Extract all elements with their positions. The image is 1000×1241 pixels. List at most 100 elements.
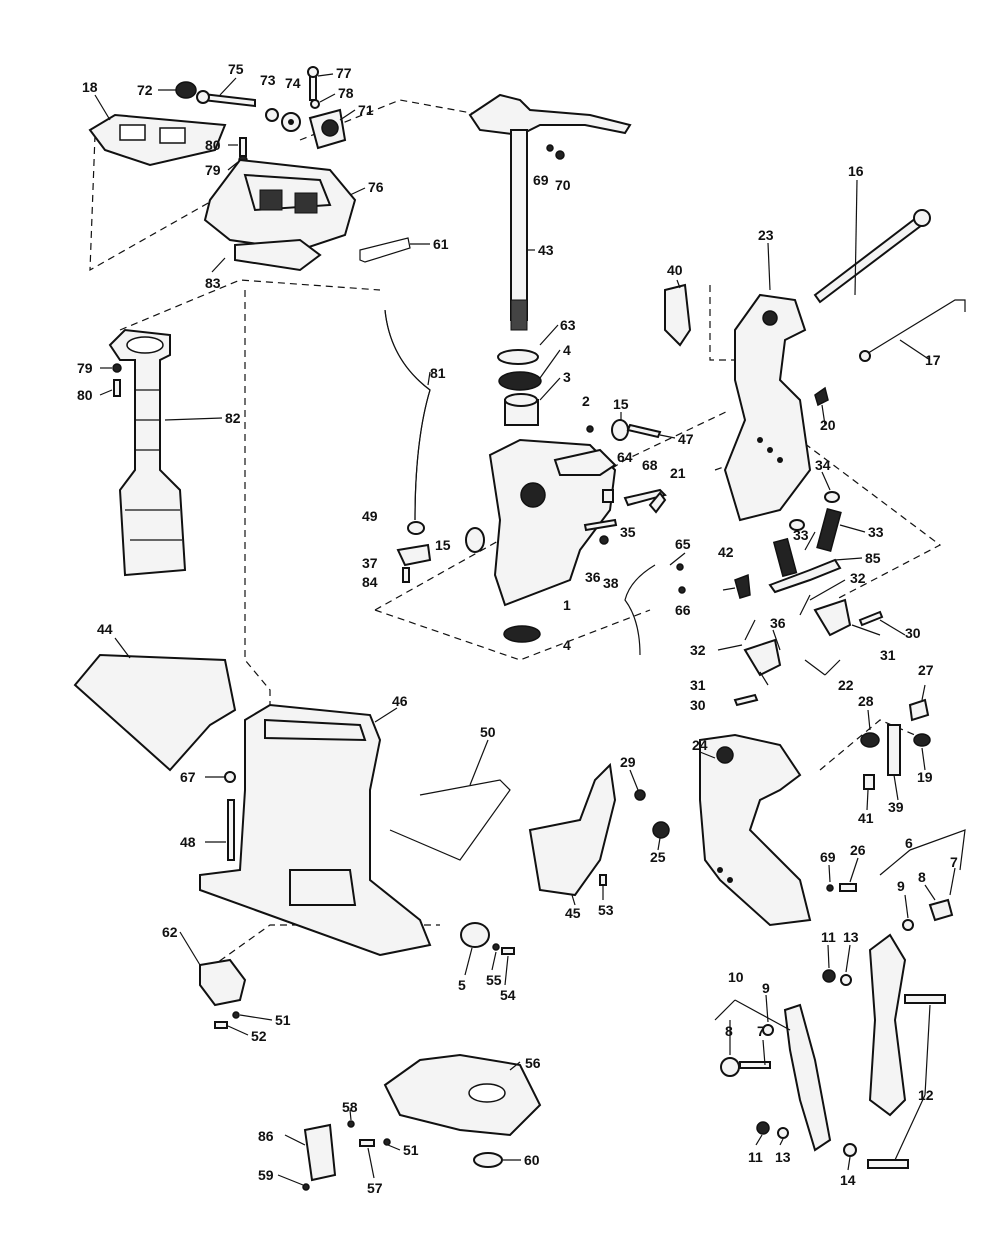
housing-76 — [203, 158, 357, 252]
callout-77: 77 — [336, 65, 352, 81]
callout-25: 25 — [650, 849, 666, 865]
pin-32-left — [744, 619, 756, 641]
washer-69-lower — [826, 884, 834, 892]
callout-86: 86 — [258, 1128, 274, 1144]
housing-56 — [383, 1053, 542, 1137]
lever-21 — [648, 491, 667, 514]
pin-32-right — [799, 594, 811, 616]
callout-56: 56 — [525, 1055, 541, 1071]
screw-52 — [214, 1021, 228, 1029]
callout-13-top: 13 — [843, 929, 859, 945]
callout-81: 81 — [430, 365, 446, 381]
washer-15-right — [611, 419, 629, 441]
leader-lines — [94, 73, 966, 1186]
callout-36-right: 36 — [770, 615, 786, 631]
callout-53: 53 — [598, 902, 614, 918]
callout-76: 76 — [368, 179, 384, 195]
bracket-37 — [396, 543, 432, 567]
washer-28 — [860, 732, 880, 748]
callout-31-left: 31 — [690, 677, 706, 693]
callout-70: 70 — [555, 177, 571, 193]
callout-14: 14 — [840, 1172, 856, 1188]
callout-13-bottom: 13 — [775, 1149, 791, 1165]
screw-48 — [227, 799, 235, 861]
rod-17 — [864, 299, 966, 356]
callout-28: 28 — [858, 693, 874, 709]
seal-60 — [473, 1152, 503, 1168]
screw-79 — [112, 363, 122, 373]
callout-labels: 18 72 75 73 74 77 78 71 80 79 76 61 83 7… — [77, 61, 958, 1196]
steering-shaft-43 — [468, 93, 632, 331]
seal-4-lower — [503, 625, 541, 643]
plate-86 — [303, 1123, 337, 1182]
lever-42 — [734, 573, 751, 599]
screw-66 — [678, 586, 686, 594]
callout-16: 16 — [848, 163, 864, 179]
callout-33-left: 33 — [793, 527, 809, 543]
callout-75: 75 — [228, 61, 244, 77]
spring-33-right — [816, 507, 842, 553]
exhaust-tube-82 — [108, 328, 187, 577]
callout-84: 84 — [362, 574, 378, 590]
clamp-bracket-24 — [699, 733, 812, 927]
callout-52: 52 — [251, 1028, 267, 1044]
callout-69-top: 69 — [533, 172, 549, 188]
knob-8-lower — [720, 1057, 740, 1077]
callout-80-left: 80 — [77, 387, 93, 403]
callout-59: 59 — [258, 1167, 274, 1183]
plate-40 — [664, 283, 692, 347]
callout-80-top: 80 — [205, 137, 221, 153]
callout-58: 58 — [342, 1099, 358, 1115]
screw-84 — [402, 567, 410, 583]
callout-72: 72 — [137, 82, 153, 98]
callout-85: 85 — [865, 550, 881, 566]
callout-5: 5 — [458, 977, 466, 993]
screw-80 — [113, 379, 121, 397]
lock-31-left — [743, 638, 782, 677]
mount-62 — [199, 958, 247, 1007]
callout-9-top: 9 — [897, 878, 905, 894]
callout-60: 60 — [524, 1152, 540, 1168]
callout-32-left: 32 — [690, 642, 706, 658]
callout-66: 66 — [675, 602, 691, 618]
callout-55: 55 — [486, 972, 502, 988]
washer-67 — [224, 771, 236, 783]
link-85 — [768, 558, 842, 594]
screw-54 — [501, 947, 515, 955]
callout-50: 50 — [480, 724, 496, 740]
cover-45 — [528, 762, 617, 897]
nut-29 — [634, 789, 646, 801]
rod-16 — [813, 213, 928, 304]
washer-55 — [492, 943, 500, 951]
callout-39: 39 — [888, 799, 904, 815]
washer-51 — [232, 1011, 240, 1019]
screw-57 — [359, 1139, 375, 1147]
knob-8-upper — [928, 898, 954, 922]
callout-51-bottom: 51 — [403, 1142, 419, 1158]
callout-36-center: 36 — [585, 569, 601, 585]
callout-4-bottom: 4 — [563, 637, 571, 653]
clamp-bracket-23 — [723, 293, 812, 522]
gasket-18 — [88, 113, 227, 167]
callout-44: 44 — [97, 621, 113, 637]
callout-78: 78 — [338, 85, 354, 101]
nut-25 — [652, 821, 670, 839]
seal-50 — [389, 779, 511, 861]
callout-26: 26 — [850, 842, 866, 858]
washer-9-upper — [902, 919, 914, 931]
callout-15-left: 15 — [435, 537, 451, 553]
callout-82: 82 — [225, 410, 241, 426]
clip-61 — [359, 237, 411, 263]
bracket-6 — [868, 933, 907, 1117]
link-39 — [887, 724, 901, 776]
callout-12: 12 — [918, 1087, 934, 1103]
callout-4-top: 4 — [563, 342, 571, 358]
callout-22: 22 — [838, 677, 854, 693]
callout-10: 10 — [728, 969, 744, 985]
screw-26 — [839, 883, 857, 892]
spring-33-left — [772, 537, 798, 578]
callout-3: 3 — [563, 369, 571, 385]
nut-11-upper — [822, 969, 836, 983]
callout-30-left: 30 — [690, 697, 706, 713]
